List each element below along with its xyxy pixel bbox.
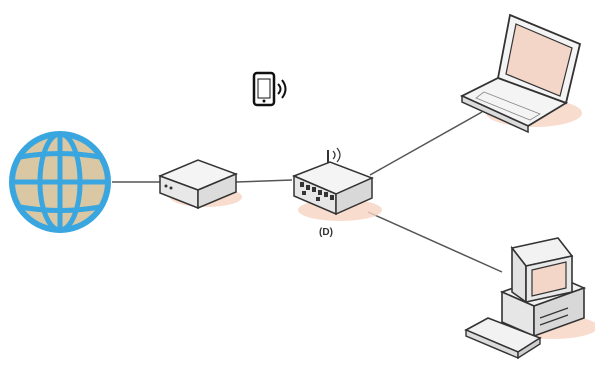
connection-router-laptop <box>369 111 483 176</box>
router-icon <box>292 147 382 221</box>
modem-icon <box>157 159 242 210</box>
connection-router-desktop <box>367 211 503 273</box>
desktop-computer-icon <box>464 237 595 360</box>
router-label: (D) <box>319 227 333 238</box>
laptop-icon <box>459 13 582 134</box>
globe-icon <box>9 131 111 233</box>
smartphone-icon <box>252 71 287 107</box>
connection-modem-router <box>235 179 293 183</box>
